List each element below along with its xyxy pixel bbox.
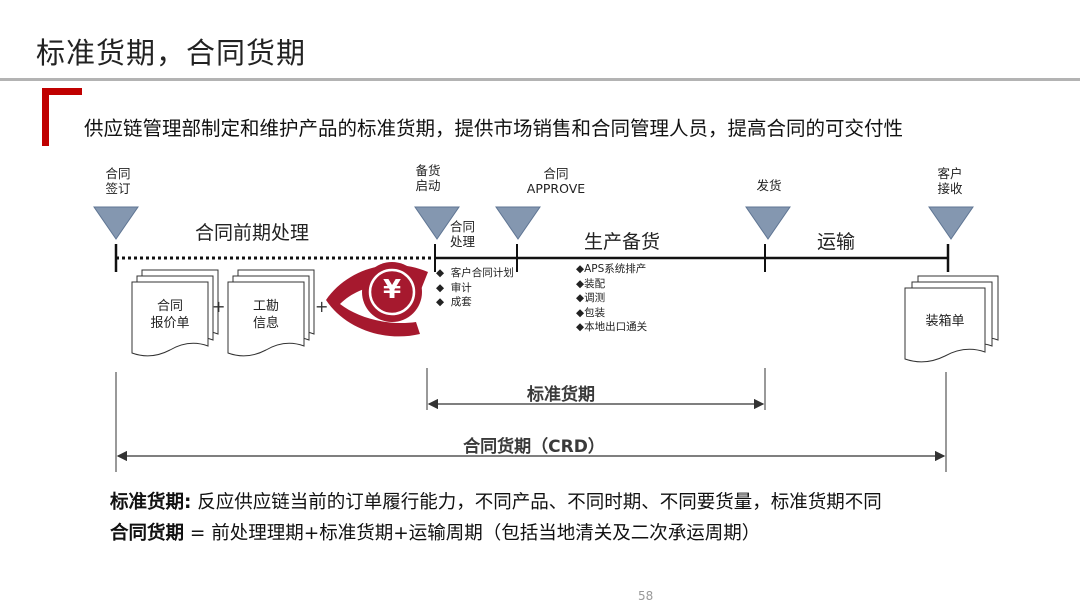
list-item: ◆ 客户合同计划 — [436, 267, 514, 279]
milestone-approve-label: 合同 APPROVE — [526, 166, 586, 196]
doc-survey-label: 工勘 信息 — [252, 299, 279, 331]
definition-standard: 标准货期: 反应供应链当前的订单履行能力，不同产品、不同时期、不同要货量，标准货… — [110, 492, 882, 513]
standard-lead-time-label: 标准货期 — [527, 385, 595, 405]
milestone-sign-triangle — [93, 206, 139, 240]
milestone-approve-triangle — [495, 206, 541, 240]
page-title: 标准货期，合同货期 — [36, 36, 307, 70]
yen-payment-icon — [326, 262, 428, 337]
doc-packing-label: 装箱单 — [925, 314, 965, 329]
milestone-sign-label: 合同 签订 — [105, 166, 131, 196]
list-item: ◆APS系统排产 — [576, 263, 647, 275]
phase-pre-processing: 合同前期处理 — [194, 222, 310, 244]
list-item: ◆包装 — [576, 306, 606, 319]
production-list: ◆APS系统排产 ◆装配 ◆调测 ◆包装 ◆本地出口通关 — [576, 262, 647, 335]
page-number: 58 — [638, 589, 654, 603]
doc-stack-survey — [227, 269, 315, 357]
contract-lead-time-label: 合同货期（CRD） — [463, 437, 605, 457]
plus-sign: + — [315, 297, 329, 316]
milestone-ship-triangle — [745, 206, 791, 240]
phase-production: 生产备货 — [583, 231, 661, 253]
subtitle: 供应链管理部制定和维护产品的标准货期，提供市场销售和合同管理人员，提高合同的可交… — [84, 117, 904, 140]
list-item: ◆ 审计 — [436, 281, 472, 294]
title-divider — [0, 78, 1080, 81]
list-item: ◆本地出口通关 — [576, 321, 648, 333]
list-item: ◆调测 — [576, 292, 606, 304]
milestone-ship-label: 发货 — [756, 178, 782, 193]
yen-glyph: ¥ — [382, 275, 402, 305]
red-bracket-marker — [42, 88, 82, 146]
list-item: ◆装配 — [576, 277, 606, 290]
definition-contract: 合同货期 = 前处理理期+标准货期+运输周期（包括当地清关及二次承运周期） — [110, 523, 761, 544]
doc-stack-quote — [131, 269, 219, 357]
milestone-stock-triangle — [414, 206, 460, 240]
phase-contract-processing: 合同 处理 — [450, 219, 476, 249]
doc-quote-label: 合同 报价单 — [150, 299, 190, 331]
list-item: ◆ 成套 — [436, 296, 472, 308]
milestone-receive-label: 客户 接收 — [937, 166, 963, 196]
phase-transport: 运输 — [816, 231, 856, 253]
contract-process-list: ◆ 客户合同计划 ◆ 审计 ◆ 成套 — [436, 266, 514, 310]
milestone-receive-triangle — [928, 206, 974, 240]
doc-stack-packing — [904, 275, 999, 363]
milestone-stock-label: 备货 启动 — [415, 163, 441, 193]
plus-sign: + — [212, 297, 226, 316]
